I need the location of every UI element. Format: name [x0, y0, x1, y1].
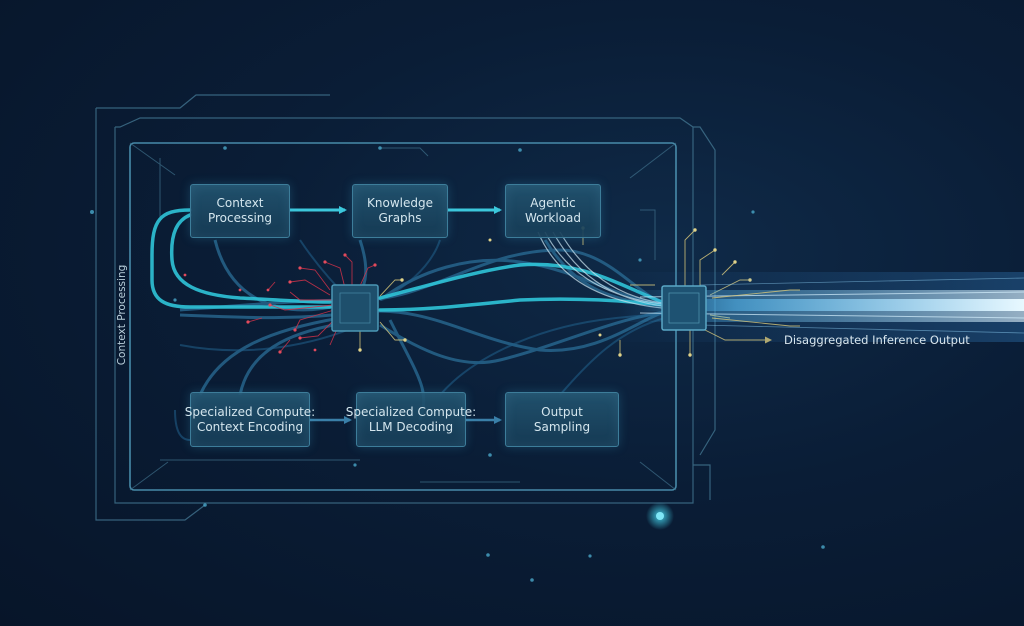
node-context-encoding-line2: Context Encoding	[196, 419, 304, 434]
glow-dot-core	[656, 512, 664, 520]
red-dots	[183, 253, 377, 354]
node-context-processing-line1: Context	[216, 196, 264, 210]
secondary-flows	[179, 239, 671, 421]
node-agentic-workload-line1: Agentic	[530, 196, 576, 210]
chip-left	[331, 284, 379, 332]
output-label: Disaggregated Inference Output	[784, 333, 970, 347]
node-output-sampling-line1: Output	[541, 404, 583, 419]
inner-frame-diagonals	[129, 142, 677, 491]
circuit-dots	[90, 146, 825, 582]
side-label: Context Processing	[116, 264, 128, 366]
node-knowledge-graphs-line1: Knowledge	[367, 196, 433, 210]
node-agentic-workload: Agentic Workload	[505, 184, 601, 238]
node-specialized-compute-context-encoding: Specialized Compute: Context Encoding	[185, 392, 315, 447]
node-knowledge-graphs-line2: Graphs	[378, 211, 422, 225]
node-context-processing: Context Processing	[190, 184, 290, 238]
chip-right	[661, 285, 707, 331]
node-output-sampling-line2: Sampling	[533, 419, 591, 434]
node-knowledge-graphs: Knowledge Graphs	[352, 184, 448, 238]
node-agentic-workload-line2: Workload	[524, 211, 582, 225]
output-connectors	[704, 289, 800, 344]
node-llm-decoding-line2: LLM Decoding	[368, 419, 454, 434]
node-context-encoding-line1: Specialized Compute:	[184, 404, 316, 419]
node-output-sampling: Output Sampling	[505, 392, 619, 447]
node-context-processing-line2: Processing	[207, 211, 273, 225]
node-specialized-compute-llm-decoding: Specialized Compute: LLM Decoding	[346, 392, 476, 447]
node-llm-decoding-line1: Specialized Compute:	[345, 404, 477, 419]
